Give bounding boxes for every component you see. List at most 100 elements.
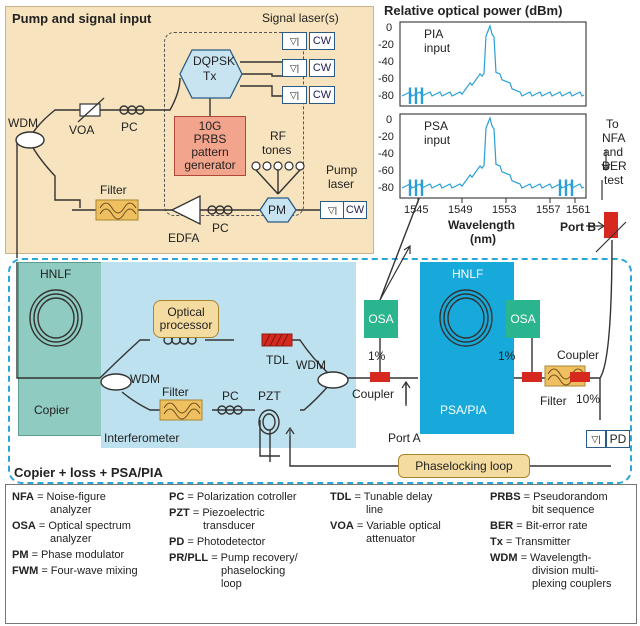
filter-label: Filter (100, 183, 127, 197)
legend-item: FWM = Four-wave mixing (12, 565, 138, 577)
rf-tones-label: tones (262, 143, 292, 157)
tdl-label: TDL (266, 353, 289, 367)
port-a-label: Port A (388, 431, 421, 445)
rf-label: RF (270, 129, 286, 143)
pump-cw-laser: CW (343, 201, 367, 219)
port-b-label: Port B (560, 220, 596, 234)
test-label: test (604, 173, 624, 187)
optical-processor: Optical processor (153, 300, 219, 338)
pm-label: PM (268, 203, 286, 217)
spectra-title: Relative optical power (dBm) (384, 3, 563, 18)
copier-label: Copier (34, 403, 70, 417)
pump-laser-label: Pump (326, 163, 358, 177)
cw-laser-1: CW (309, 32, 335, 50)
signal-lasers-label: Signal laser(s) (262, 11, 339, 25)
x-tick: 1553 (492, 204, 517, 216)
x-tick: 1557 (536, 204, 561, 216)
y-tick: -80 (378, 90, 394, 102)
coupler-right-label: Coupler (557, 348, 600, 362)
osa-left: OSA (364, 300, 398, 338)
x-axis-unit: (nm) (470, 232, 496, 246)
pump-laser-label: laser (328, 177, 355, 191)
edfa-label: EDFA (168, 231, 200, 245)
legend-item: Tx = Transmitter (490, 536, 571, 548)
legend-item: BER = Bit-error rate (490, 520, 588, 532)
y-tick: -80 (378, 182, 394, 194)
optical-processor-label: Optical (167, 305, 205, 319)
pump-section-title: Pump and signal input (12, 11, 152, 26)
one-percent-left: 1% (368, 349, 386, 363)
bottom-section-title: Copier + loss + PSA/PIA (14, 465, 163, 480)
photodiode-icon: ▽| (320, 201, 345, 219)
prbs-label: pattern (191, 145, 229, 159)
photodiode-icon: ▽| (586, 430, 606, 448)
filter-label: Filter (162, 385, 189, 399)
osa-right: OSA (506, 300, 540, 338)
x-tick: 1561 (566, 204, 591, 216)
wdm-left-label: WDM (130, 372, 160, 386)
voa-label: VOA (69, 123, 95, 137)
spectrum-trace (401, 116, 585, 189)
photodiode-icon: ▽| (282, 59, 307, 77)
interferometer-label: Interferometer (104, 431, 180, 445)
ten-percent-label: 10% (576, 392, 601, 406)
y-tick: 0 (386, 114, 393, 126)
cw-laser-2: CW (309, 59, 335, 77)
y-tick: 0 (386, 22, 393, 34)
x-tick: 1549 (448, 204, 473, 216)
x-axis-label: Wavelength (448, 218, 515, 232)
copier-psa-section-outline (8, 258, 632, 484)
legend-item: PM = Phase modulator (12, 549, 125, 561)
prbs-label: generator (184, 158, 236, 172)
legend-item: PC = Polarization cotroller (169, 491, 297, 503)
wdm-right-label: WDM (296, 358, 326, 372)
y-tick: -20 (378, 39, 394, 51)
legend-item: PD = Photodetector (169, 536, 266, 548)
prbs-label: 10G (198, 119, 222, 133)
y-tick: -60 (378, 73, 394, 85)
ber-label: BER (602, 159, 627, 173)
x-tick: 1545 (404, 204, 429, 216)
hnlf-psa-label: HNLF (452, 267, 484, 281)
wdm-label: WDM (8, 116, 38, 130)
cw-laser-3: CW (309, 86, 335, 104)
pc-label: PC (222, 389, 239, 403)
and-label: and (603, 145, 624, 159)
pc-label: PC (212, 221, 229, 235)
legend-column-2: PC = Polarization cotroller PZT = Piezoe… (169, 491, 319, 594)
pzt-label: PZT (258, 389, 281, 403)
photodiode-icon: ▽| (282, 86, 307, 104)
y-tick: -60 (378, 165, 394, 177)
phaselocking-loop: Phaselocking loop (398, 454, 530, 478)
pia-label: PIA (424, 27, 444, 41)
pia-input-label: input (424, 41, 451, 55)
prbs-label: PRBS (193, 132, 227, 146)
dqpsk-tx-label: Tx (203, 69, 217, 83)
y-tick: -40 (378, 56, 394, 68)
interferometer-panel (101, 262, 356, 448)
optical-processor-label: processor (159, 318, 213, 332)
psa-pia-label: PSA/PIA (440, 403, 487, 417)
y-tick: -40 (378, 148, 394, 160)
y-tick: -20 (378, 131, 394, 143)
psa-label: PSA (424, 119, 449, 133)
spectrum-trace (401, 24, 585, 97)
dqpsk-label: DQPSK (193, 54, 236, 68)
hnlf-copier-label: HNLF (40, 267, 72, 281)
coupler-left-label: Coupler (352, 387, 395, 401)
psa-input-label: input (424, 133, 451, 147)
pd-box: PD (606, 430, 630, 448)
photodiode-icon: ▽| (282, 32, 307, 50)
nfa-label: NFA (602, 131, 626, 145)
